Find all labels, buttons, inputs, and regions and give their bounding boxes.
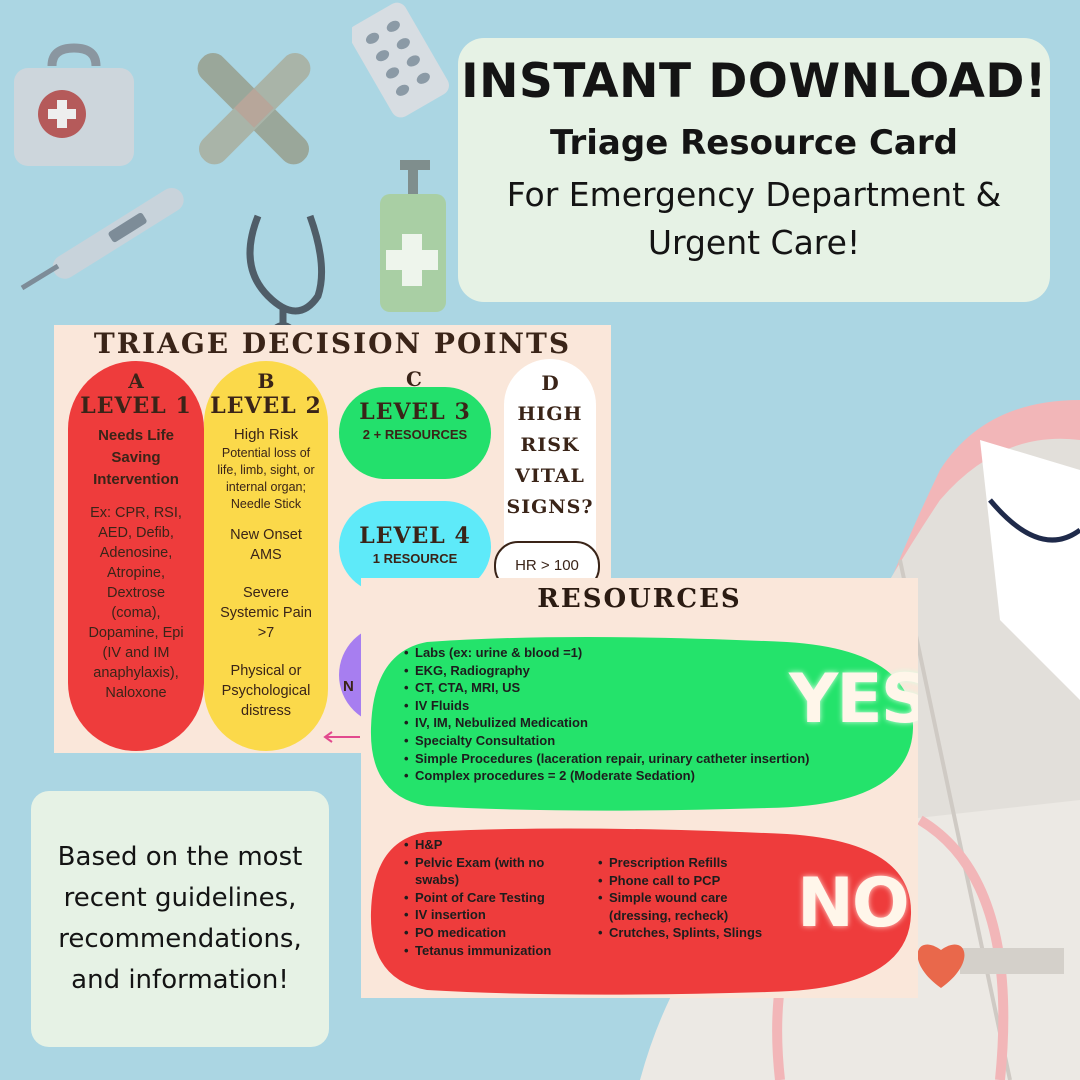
level2-heading: High Risk bbox=[233, 426, 299, 443]
no-item: Point of Care Testing bbox=[404, 889, 586, 907]
level3-sub: 2 + RESOURCES bbox=[362, 427, 468, 442]
level4-sub: 1 RESOURCE bbox=[372, 551, 458, 566]
level4-label: LEVEL 4 bbox=[359, 523, 471, 549]
headline-card: INSTANT DOWNLOAD! Triage Resource Card F… bbox=[458, 38, 1050, 302]
level1-example: (IV and IM bbox=[102, 645, 170, 661]
no-item: Tetanus immunization bbox=[404, 942, 586, 960]
level2-distress: Psychological bbox=[221, 683, 311, 699]
headline-subtitle: Triage Resource Card bbox=[550, 123, 958, 163]
level1-label: LEVEL 1 bbox=[80, 393, 192, 419]
yes-item: Labs (ex: urine & blood =1) bbox=[404, 644, 881, 662]
level2-detail: Potential loss of bbox=[221, 446, 311, 460]
level1-example: Atropine, bbox=[106, 565, 166, 581]
column-b-letter: B bbox=[257, 369, 275, 393]
level1-example: Ex: CPR, RSI, bbox=[90, 505, 182, 521]
yes-item: Simple Procedures (laceration repair, ur… bbox=[404, 750, 881, 768]
level2-detail: life, limb, sight, or bbox=[217, 463, 315, 477]
headline-line1: For Emergency Department & bbox=[506, 175, 1002, 214]
level2-detail: internal organ; bbox=[226, 480, 306, 494]
guidelines-note: Based on the most recent guidelines, rec… bbox=[31, 791, 329, 1047]
level1-example: anaphylaxis), bbox=[93, 665, 179, 681]
level2-pill: B LEVEL 2 High Risk Potential loss of li… bbox=[204, 361, 328, 751]
level1-example: Dextrose bbox=[106, 585, 166, 601]
level1-pill: A LEVEL 1 Needs Life Saving Intervention… bbox=[68, 361, 204, 751]
level2-pain: Systemic Pain bbox=[220, 605, 312, 621]
level2-pain: >7 bbox=[257, 625, 275, 641]
no-item: Prescription Refills bbox=[598, 854, 767, 872]
yes-list: Labs (ex: urine & blood =1) EKG, Radiogr… bbox=[401, 644, 881, 785]
level5-label: N bbox=[343, 678, 354, 695]
level2-distress: Physical or bbox=[230, 663, 302, 679]
yes-item: Complex procedures = 2 (Moderate Sedatio… bbox=[404, 767, 881, 785]
bandage-icon bbox=[197, 52, 311, 165]
yes-item: Specialty Consultation bbox=[404, 732, 881, 750]
heart-icon bbox=[917, 944, 965, 988]
no-item: IV insertion bbox=[404, 906, 586, 924]
level3-pill: LEVEL 3 2 + RESOURCES bbox=[339, 387, 491, 479]
column-c-letter: C bbox=[406, 367, 422, 391]
no-item: Simple wound care (dressing, recheck) bbox=[598, 889, 767, 924]
level1-example: Dopamine, Epi bbox=[88, 625, 184, 641]
no-item: Pelvic Exam (with no swabs) bbox=[404, 854, 586, 889]
arrow-left-icon bbox=[323, 731, 360, 743]
level2-pain: Severe bbox=[243, 585, 289, 601]
resources-card: RESOURCES Labs (ex: urine & blood =1) EK… bbox=[361, 578, 918, 998]
level2-distress: distress bbox=[241, 703, 291, 719]
no-item: Crutches, Splints, Slings bbox=[598, 924, 767, 942]
no-list-right: Prescription Refills Phone call to PCP S… bbox=[595, 854, 767, 942]
level1-example: Adenosine, bbox=[99, 545, 173, 561]
no-item: PO medication bbox=[404, 924, 586, 942]
no-item: Phone call to PCP bbox=[598, 872, 767, 890]
headline-title: INSTANT DOWNLOAD! bbox=[461, 54, 1047, 109]
headline-line2: Urgent Care! bbox=[647, 223, 861, 262]
pill-pack-icon bbox=[352, 2, 449, 118]
yes-item: CT, CTA, MRI, US bbox=[404, 679, 881, 697]
level1-line: Intervention bbox=[93, 471, 179, 488]
level1-line: Needs Life bbox=[98, 427, 174, 444]
yes-item: IV, IM, Nebulized Medication bbox=[404, 714, 881, 732]
guidelines-note-text: Based on the most recent guidelines, rec… bbox=[57, 842, 303, 995]
vital-signs-line: RISK bbox=[520, 434, 580, 456]
yes-item: EKG, Radiography bbox=[404, 662, 881, 680]
sanitizer-bottle-icon bbox=[380, 160, 446, 312]
level1-example: AED, Defib, bbox=[98, 525, 174, 541]
level2-onset: New Onset bbox=[230, 527, 302, 543]
level2-label: LEVEL 2 bbox=[210, 393, 322, 419]
triage-card-title: TRIAGE DECISION POINTS bbox=[93, 327, 572, 360]
yes-item: IV Fluids bbox=[404, 697, 881, 715]
column-d-letter: D bbox=[541, 371, 559, 395]
yes-label: YES bbox=[789, 660, 918, 739]
vital-signs-line: HIGH bbox=[517, 403, 583, 425]
column-a-letter: A bbox=[128, 369, 144, 393]
resources-title: RESOURCES bbox=[537, 584, 742, 614]
level2-onset: AMS bbox=[250, 547, 282, 563]
vital-signs-line: SIGNS? bbox=[506, 496, 594, 518]
no-label: NO bbox=[797, 864, 910, 943]
level1-line: Saving bbox=[111, 449, 161, 466]
no-list-left: H&P Pelvic Exam (with no swabs) Point of… bbox=[401, 836, 586, 959]
no-item: H&P bbox=[404, 836, 586, 854]
level4-pill: LEVEL 4 1 RESOURCE bbox=[339, 501, 491, 593]
vital-signs-line: VITAL bbox=[515, 465, 585, 487]
level2-detail: Needle Stick bbox=[230, 497, 302, 511]
level1-example: (coma), bbox=[111, 605, 161, 621]
medical-bag-icon bbox=[14, 43, 134, 166]
thermometer-icon bbox=[20, 187, 184, 291]
level1-example: Naloxone bbox=[105, 685, 167, 701]
level3-label: LEVEL 3 bbox=[359, 399, 471, 425]
